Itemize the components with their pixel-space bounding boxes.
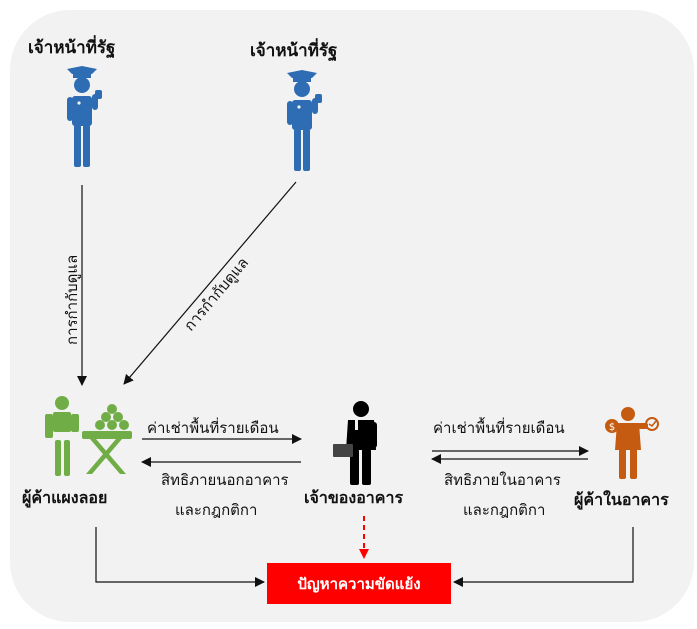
rights-label-right-line1: สิทธิภายในอาคาร [444, 471, 561, 489]
building-vendor-label: ผู้ค้าในอาคาร [574, 490, 669, 509]
street-vendor-icon [45, 396, 132, 476]
street-vendor-label: ผู้ค้าแผงลอย [22, 488, 108, 507]
rent-label-right: ค่าเช่าพื้นที่รายเดือน [433, 419, 565, 437]
rights-label-left-line1: สิทธิภายนอกอาคาร [161, 471, 289, 489]
officer-icon-right [287, 70, 322, 171]
building-owner-icon [333, 401, 377, 485]
rights-label-right-line2: และกฎกติกา [463, 501, 546, 519]
conflict-arrow-right [453, 527, 634, 587]
conflict-arrow-left [95, 527, 265, 587]
rent-label-left: ค่าเช่าพื้นที่รายเดือน [147, 419, 279, 437]
diagram-panel [10, 10, 694, 622]
rights-label-left-line2: และกฎกติกา [175, 501, 258, 519]
officer-icon-left [67, 66, 102, 167]
official-title-left: เจ้าหน้าที่รัฐ [28, 38, 116, 58]
oversight-label-left: การกำกับดูแล [63, 254, 81, 345]
svg-text:$: $ [609, 422, 615, 433]
conflict-label: ปัญหาความขัดแย้ง [297, 574, 421, 593]
official-title-right: เจ้าหน้าที่รัฐ [250, 41, 338, 61]
oversight-arrow-right [123, 181, 297, 385]
building-owner-label: เจ้าของอาคาร [304, 488, 404, 507]
building-vendor-icon: $ [605, 407, 659, 479]
conflict-box: ปัญหาความขัดแย้ง [267, 563, 451, 604]
